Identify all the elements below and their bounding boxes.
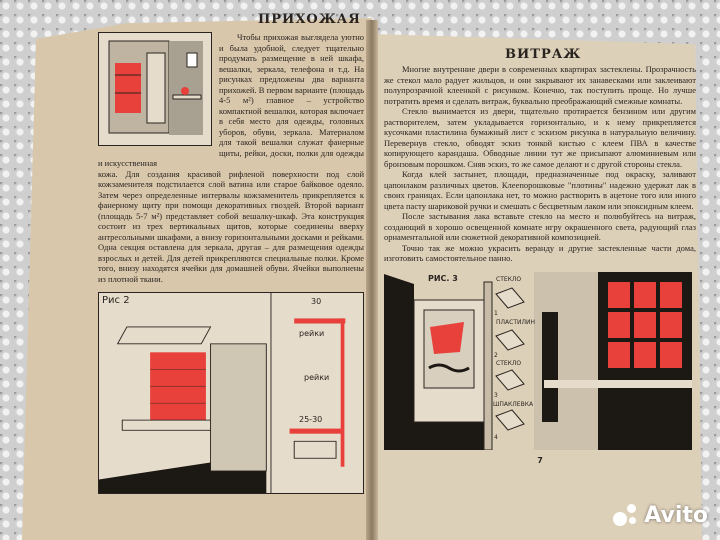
paragraph: Стекло вынимается из двери, тщательно пр… [384,106,696,169]
paragraph: Точно так же можно украсить веранду и др… [384,242,696,264]
figure-1-illustration [98,32,212,146]
avito-watermark: Avito [613,503,708,528]
figure-3: РИС. 3 СТЕКЛО 1 ПЛАСТИЛИН 2 СТЕКЛО 3 ШПА… [384,271,692,450]
dimension-bottom: 25-30 [299,415,323,424]
step-number: 1 [494,309,498,317]
right-text: Многие внутренние двери в современных кв… [384,64,696,264]
left-page-title: ПРИХОЖАЯ [258,12,361,27]
figure-2-label: Рис 2 [102,295,130,306]
right-page-title: ВИТРАЖ [505,47,582,62]
step-label: ШПАКЛЕВКА [493,400,534,408]
step-number: 4 [494,433,498,441]
figure-3-label: РИС. 3 [428,273,458,283]
rail-label: рейки [299,329,325,338]
right-page-content: Многие внутренние двери в современных кв… [384,64,696,465]
paragraph: кожа. Для создания красивой рифленой пов… [98,168,364,284]
book-spine [366,20,378,540]
left-text: Чтобы прихожая выглядела уютно и была уд… [98,32,364,284]
step-label: СТЕКЛО [496,359,522,367]
paragraph: Чтобы прихожая выглядела уютно и была уд… [98,32,364,168]
figure-2: Рис 2 30 рейки рейки 25-30 [98,292,364,494]
step-label: ПЛАСТИЛИН [496,318,535,326]
page-number: 7 [537,455,543,465]
dimension-top: 30 [311,297,322,306]
rail-label: рейки [304,373,330,382]
step-number: 3 [494,391,498,399]
avito-text: Avito [644,503,708,528]
paragraph: Многие внутренние двери в современных кв… [384,64,696,106]
left-page-content: Чтобы прихожая выглядела уютно и была уд… [98,32,364,494]
paragraph: После застывания лака вставьте стекло на… [384,211,696,242]
avito-logo-icon [613,503,639,528]
paragraph: Когда клей застынет, площади, предназнач… [384,169,696,211]
step-label: СТЕКЛО [496,275,522,283]
step-number: 2 [494,351,498,359]
